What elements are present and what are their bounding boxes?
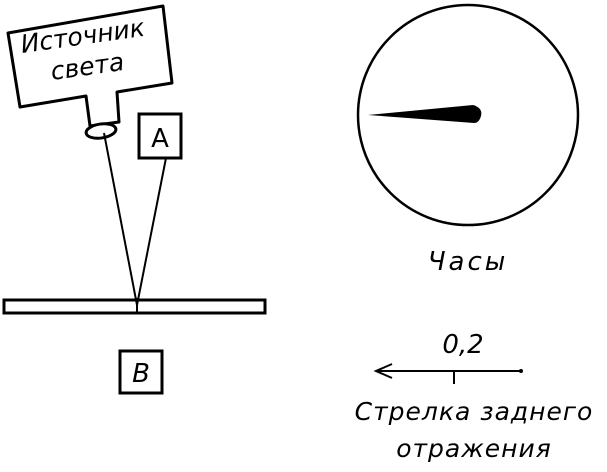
arrow-value: 0,2: [442, 330, 483, 360]
arrow-label-line1: Стрелка заднего: [355, 397, 594, 426]
incident-ray: [103, 132, 138, 306]
clock-hand-icon: [368, 105, 482, 123]
clock: Часы: [356, 3, 580, 277]
box-a-label: A: [151, 124, 169, 154]
light-source-lens: [84, 122, 118, 140]
clock-dial: [356, 3, 580, 227]
back-reflection-arrow: 0,2 Стрелка заднего отражения: [355, 330, 594, 463]
arrow-tail-dot: [519, 369, 523, 373]
box-b-frame: [118, 349, 164, 395]
box-b-label: B: [132, 359, 150, 389]
clock-label: Часы: [428, 247, 509, 277]
light-source: Источник света: [6, 4, 174, 140]
box-b: B: [118, 349, 164, 395]
arrow-label-line2: отражения: [396, 434, 552, 463]
box-a-frame: [137, 112, 183, 160]
box-a: A: [137, 112, 183, 160]
reflected-ray: [136, 157, 167, 306]
arrow-head-icon: [373, 363, 393, 379]
light-source-housing: [6, 4, 174, 128]
specimen-plate: [2, 298, 267, 315]
